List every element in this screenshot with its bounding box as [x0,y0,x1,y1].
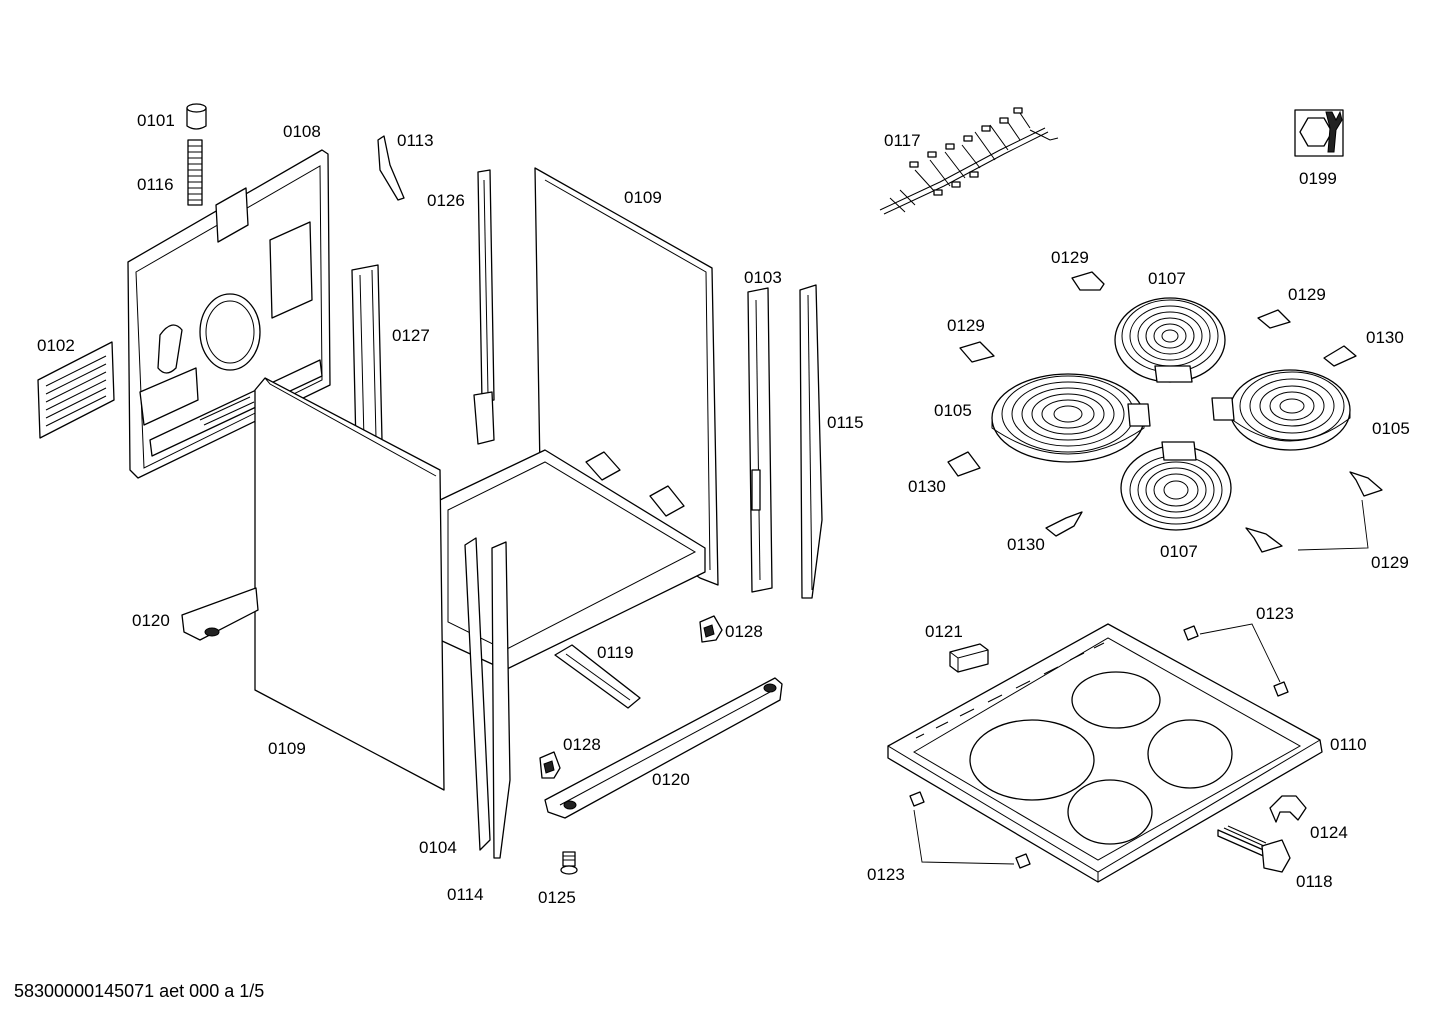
label-0129-b: 0129 [1288,285,1326,304]
part-0130-clip-b [947,451,981,477]
part-0125-adjustable-foot [560,851,578,875]
part-0105-heating-element-right [1211,369,1351,451]
label-0105-right: 0105 [1372,419,1410,438]
label-0129-d: 0129 [1371,553,1409,572]
part-0105-heating-element-left [991,373,1151,463]
leader-0129-d [1297,499,1369,551]
part-0123-clip-a [1183,625,1199,641]
label-0108: 0108 [283,122,321,141]
label-0116: 0116 [137,175,174,194]
part-0102-vent-grill [37,341,115,439]
part-0119-rail [554,644,641,709]
label-0105-left: 0105 [934,401,972,420]
part-0118-terminal-block [1217,825,1291,873]
part-0116-flexible-pipe [187,139,203,206]
part-0199-tool-icon [1294,109,1344,157]
part-0115-rail [799,284,823,599]
part-0107-heating-element-bottom [1120,441,1232,531]
label-0128-upper: 0128 [725,622,763,641]
part-0129-clip-b [1257,309,1291,329]
label-0117: 0117 [884,131,921,150]
part-0129-clip-d2 [1245,527,1283,553]
part-0129-clip-c [959,341,995,363]
part-0109-left-side-panel [254,377,445,791]
part-0130-clip-a [1323,345,1357,367]
part-0128-clip-lower [539,751,561,779]
part-0103-rail [747,287,773,593]
label-0129-c: 0129 [947,316,985,335]
label-0110: 0110 [1330,735,1367,754]
label-0126: 0126 [427,191,465,210]
label-0124: 0124 [1310,823,1348,842]
part-0117-wiring-harness [879,107,1059,215]
label-0123-lower: 0123 [867,865,905,884]
label-0103: 0103 [744,268,782,287]
part-0113-bracket [377,135,405,201]
part-0129-clip-a [1071,271,1105,291]
label-0130-b: 0130 [908,477,946,496]
label-0109-lower: 0109 [268,739,306,758]
label-0113: 0113 [397,131,434,150]
part-0123-clip-d [1015,853,1031,869]
part-0124-bracket [1269,795,1307,823]
part-0107-heating-element-top [1114,297,1226,383]
part-0121-trim-piece [949,643,989,673]
label-0120-left: 0120 [132,611,170,630]
label-0130-a: 0130 [1366,328,1404,347]
label-0127: 0127 [392,326,430,345]
part-0110-glass-ceramic-hob [887,623,1323,883]
part-0114-front-strip [491,541,511,859]
part-0101-cap [186,103,207,130]
label-0115: 0115 [827,413,864,432]
label-0199: 0199 [1299,169,1337,188]
part-0127-rail [351,264,383,447]
label-0121: 0121 [925,622,963,641]
part-0123-clip-c [909,791,925,807]
label-0102: 0102 [37,336,75,355]
leader-0123-a [1199,623,1281,683]
part-0129-clip-d1 [1349,471,1383,497]
label-0125: 0125 [538,888,576,907]
label-0104: 0104 [419,838,457,857]
label-0119: 0119 [597,643,634,662]
label-0109-upper: 0109 [624,188,662,207]
label-0129-a: 0129 [1051,248,1089,267]
part-0104-front-strip [464,537,491,851]
label-0130-c: 0130 [1007,535,1045,554]
label-0123-upper: 0123 [1256,604,1294,623]
label-0107-bottom: 0107 [1160,542,1198,561]
part-0130-clip-c [1045,511,1083,537]
label-0118: 0118 [1296,872,1333,891]
part-0128-clip-upper [699,615,723,643]
label-0114: 0114 [447,885,484,904]
part-0120-foot-rail-left [181,587,259,641]
part-0120-foot-rail-right [544,677,783,819]
leader-0123-b [913,809,1015,865]
label-0107-top: 0107 [1148,269,1186,288]
part-0126-rail [473,169,495,445]
part-0123-clip-b [1273,681,1289,697]
label-0120-right: 0120 [652,770,690,789]
label-0128-lower: 0128 [563,735,601,754]
label-0101: 0101 [137,111,175,130]
document-id: 58300000145071 aet 000 a 1/5 [14,981,265,1001]
